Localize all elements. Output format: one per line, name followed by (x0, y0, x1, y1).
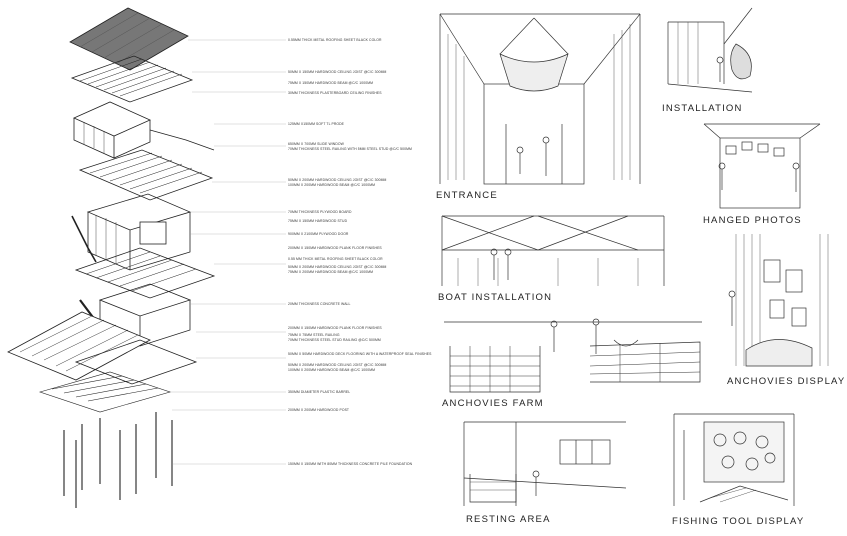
annotation-plywood-board: 70MM THICKNESS PLYWOOD BOARD (288, 210, 352, 214)
annotation-ceiling-joist-3: 50MM X 200MM HARDWOOD CEILING JOIST @C/C… (288, 265, 387, 269)
caption-resting-area: RESTING AREA (466, 514, 551, 525)
annotation-door: 900MM X 2100MM PLYWOOD DOOR (288, 232, 349, 236)
exploded-axonometric-drawing (7, 7, 286, 508)
main-room-walls (71, 193, 192, 271)
annotation-steel-stud: 70MM THICKNESS STEEL STUD RAILING @C/C 5… (288, 338, 381, 342)
deck-flooring (7, 311, 151, 381)
sketch-resting-area (460, 418, 630, 510)
sketch-hanged-photos (700, 120, 824, 212)
caption-hanged-photos: HANGED PHOTOS (703, 215, 802, 226)
annotation-plasterboard: 30MM THICKNESS PLASTERBOARD CEILING FINI… (288, 91, 382, 95)
annotation-post: 200MM X 200MM HARDWOOD POST (288, 408, 350, 412)
annotation-ceiling-joist-2: 50MM X 200MM HARDWOOD CEILING JOIST @C/C… (288, 178, 387, 182)
floor-joists-mid (78, 149, 214, 201)
caption-installation: INSTALLATION (662, 103, 743, 114)
annotation-beam-2: 100MM X 200MM HARDWOOD BEAM @C/C 1000MM (288, 183, 376, 187)
roof-sheet (69, 7, 189, 71)
annotation-ceiling-joist: 50MM X 150MM HARDWOOD CEILING JOIST @C/C… (288, 70, 387, 74)
annotation-beam-3: 75MM X 200MM HARDWOOD BEAM @C/C 1000MM (288, 270, 374, 274)
caption-fishing-tool-display: FISHING TOOL DISPLAY (672, 516, 805, 527)
sketch-boat-installation (438, 210, 668, 290)
sketch-fishing-tool-display (670, 410, 798, 510)
annotation-beam: 75MM X 150MM HARDWOOD BEAM @C/C 1000MM (288, 81, 374, 85)
annotation-leaders (170, 39, 286, 465)
annotation-beam-4: 100MM X 200MM HARDWOOD BEAM @C/C 1000MM (288, 368, 376, 372)
annotation-pile-foundation: 150MM X 150MM WITH 80MM THICKNESS CONCRE… (288, 462, 413, 466)
annotation-stud: 75MM X 150MM HARDWOOD STUD (288, 219, 348, 223)
annotation-plank-floor: 200MM X 150MM HARDWOOD PLANK FLOOR FINIS… (288, 246, 382, 250)
annotation-roof: 0.55MM THICK METAL ROOFING SHEET BLACK C… (288, 38, 382, 42)
annotation-window: 650MM X 700MM SLIDE WINDOW (288, 142, 344, 146)
sketch-entrance (434, 4, 646, 190)
attic-room (73, 101, 215, 159)
annotation-plank-floor-2: 200MM X 150MM HARDWOOD PLANK FLOOR FINIS… (288, 326, 382, 330)
sketch-anchovies-display (716, 230, 840, 370)
sketch-installation (664, 4, 754, 98)
annotation-barrel: 350MM DIAMETER PLASTIC BARREL (288, 390, 351, 394)
caption-boat-installation: BOAT INSTALLATION (438, 292, 553, 303)
annotation-concrete-wall: 20MM THICKNESS CONCRETE WALL (288, 302, 351, 306)
caption-entrance: ENTRANCE (436, 190, 498, 201)
annotation-ceiling-joist-4: 50MM X 200MM HARDWOOD CEILING JOIST @C/C… (288, 363, 387, 367)
annotation-deck: 50MM X 50MM HARDWOOD DECK FLOORING WITH … (288, 352, 432, 356)
caption-anchovies-display: ANCHOVIES DISPLAY (727, 376, 846, 387)
caption-anchovies-farm: ANCHOVIES FARM (442, 398, 544, 409)
ceiling-joists-upper (70, 55, 194, 103)
sketch-anchovies-farm (440, 312, 706, 396)
piles (63, 412, 173, 508)
annotation-railing: 70MM THICKNESS STEEL RAILING WITH 5MM ST… (288, 147, 412, 151)
floor-platform-lower (74, 247, 216, 299)
annotation-roof-sheet-2: 0.55 MM THICK METAL ROOFING SHEET BLACK … (288, 257, 383, 261)
annotation-steel-railing: 75MM X 75MM STEEL RAILING (288, 333, 340, 337)
annotation-soft-probe: 125MM X150MM SOFT TL PRODE (288, 122, 345, 126)
